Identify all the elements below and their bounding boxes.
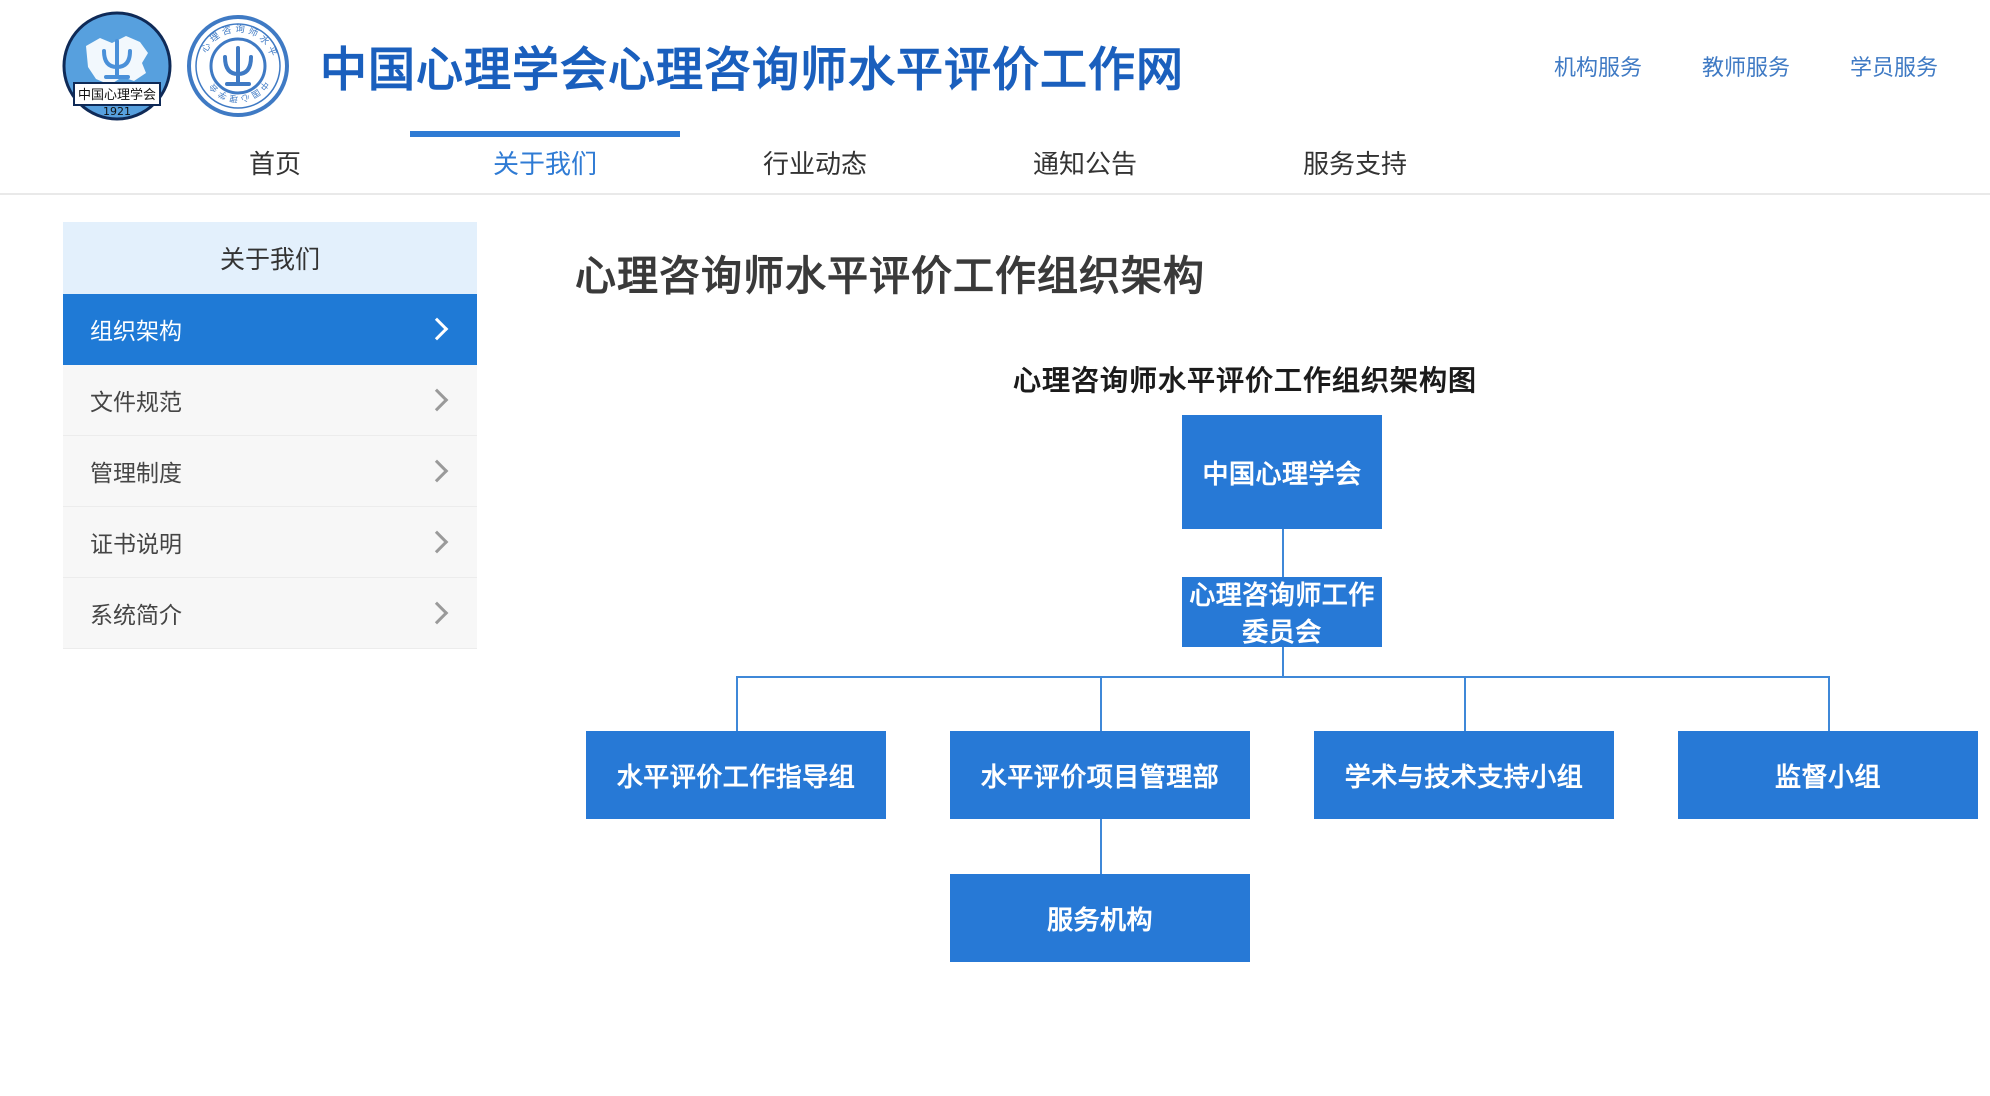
utility-nav-item-org[interactable]: 机构服务: [1553, 55, 1642, 80]
connector-bus-level2: [736, 676, 1829, 678]
svg-text:中国心理学会: 中国心理学会: [78, 87, 156, 103]
nav-item-industry-news[interactable]: 行业动态: [680, 131, 950, 193]
sidebar: 关于我们 组织架构 文件规范 管理制度 证书说明 系统简介: [63, 222, 477, 999]
main-content: 心理咨询师水平评价工作组织架构 心理咨询师水平评价工作组织架构图 中国心理学会 …: [477, 222, 1990, 999]
org-node-academic-technical-support[interactable]: 学术与技术支持小组: [1314, 731, 1614, 819]
sidebar-item-certificate-info-label: 证书说明: [90, 531, 182, 557]
connector-bus-n3: [736, 676, 738, 731]
nav-item-about[interactable]: 关于我们: [410, 131, 680, 193]
counselor-seal-logo: 心理咨询师水平评价 中国心理学会: [180, 6, 290, 118]
utility-nav-item-teacher[interactable]: 教师服务: [1701, 55, 1790, 80]
sidebar-item-certificate-info[interactable]: 证书说明: [63, 507, 477, 578]
nav-item-support-label: 服务支持: [1302, 148, 1407, 179]
utility-nav-item-student[interactable]: 学员服务: [1849, 55, 1938, 80]
sidebar-item-document-standards[interactable]: 文件规范: [63, 365, 477, 436]
org-node-supervision-group[interactable]: 监督小组: [1678, 731, 1978, 819]
logo-group: 中国心理学会 1921 心理咨询师水平评价 中国心理学会 中国心理学会心理咨询师: [56, 6, 1184, 121]
org-node-evaluation-guidance-group[interactable]: 水平评价工作指导组: [586, 731, 886, 819]
sidebar-item-management-system[interactable]: 管理制度: [63, 436, 477, 507]
sidebar-header: 关于我们: [63, 222, 477, 294]
cps-emblem-logo: 中国心理学会 1921: [56, 11, 178, 121]
nav-item-announcements[interactable]: 通知公告: [950, 131, 1220, 193]
nav-item-about-label: 关于我们: [492, 148, 597, 179]
nav-item-home[interactable]: 首页: [140, 131, 410, 193]
nav-item-home-label: 首页: [248, 148, 301, 179]
chevron-right-icon: [425, 530, 449, 554]
connector-n2-bus: [1282, 647, 1284, 677]
utility-nav: 机构服务 教师服务 学员服务: [1554, 50, 1938, 82]
site-header: 中国心理学会 1921 心理咨询师水平评价 中国心理学会 中国心理学会心理咨询师: [0, 0, 1990, 131]
nav-item-support[interactable]: 服务支持: [1220, 131, 1490, 193]
org-chart-title: 心理咨询师水平评价工作组织架构图: [1012, 365, 1477, 396]
svg-text:1921: 1921: [103, 105, 131, 118]
page-title: 心理咨询师水平评价工作组织架构: [575, 253, 1205, 299]
sidebar-item-system-intro-label: 系统简介: [90, 602, 182, 628]
chevron-right-icon: [425, 601, 449, 625]
connector-bus-n4: [1100, 676, 1102, 731]
nav-item-industry-news-label: 行业动态: [762, 148, 867, 179]
org-node-chinese-psychological-society[interactable]: 中国心理学会: [1182, 415, 1382, 529]
sidebar-item-management-system-label: 管理制度: [90, 460, 182, 486]
sidebar-item-org-structure-label: 组织架构: [90, 318, 182, 344]
page-body: 关于我们 组织架构 文件规范 管理制度 证书说明 系统简介 心理咨询师水平评价工…: [0, 195, 1990, 999]
org-node-counselor-working-committee[interactable]: 心理咨询师工作委员会: [1182, 577, 1382, 647]
connector-bus-n6: [1828, 676, 1830, 731]
sidebar-item-org-structure[interactable]: 组织架构: [63, 294, 477, 365]
sidebar-item-document-standards-label: 文件规范: [90, 389, 182, 415]
main-nav: 首页 关于我们 行业动态 通知公告 服务支持: [0, 131, 1990, 195]
cps-emblem-icon: 中国心理学会 1921: [62, 11, 172, 120]
org-chart: 心理咨询师水平评价工作组织架构图 中国心理学会 心理咨询师工作委员会 水平评价工…: [575, 359, 1978, 999]
chevron-right-icon: [425, 459, 449, 483]
connector-n1-n2: [1282, 529, 1284, 577]
nav-item-announcements-label: 通知公告: [1032, 148, 1137, 179]
connector-bus-n5: [1464, 676, 1466, 731]
site-title: 中国心理学会心理咨询师水平评价工作网: [320, 43, 1184, 96]
org-node-evaluation-project-management[interactable]: 水平评价项目管理部: [950, 731, 1250, 819]
chevron-right-icon: [425, 317, 449, 341]
sidebar-item-system-intro[interactable]: 系统简介: [63, 578, 477, 649]
chevron-right-icon: [425, 388, 449, 412]
connector-n4-n7: [1100, 819, 1102, 874]
org-node-service-institutions[interactable]: 服务机构: [950, 874, 1250, 962]
counselor-seal-icon: 心理咨询师水平评价 中国心理学会: [180, 6, 289, 117]
